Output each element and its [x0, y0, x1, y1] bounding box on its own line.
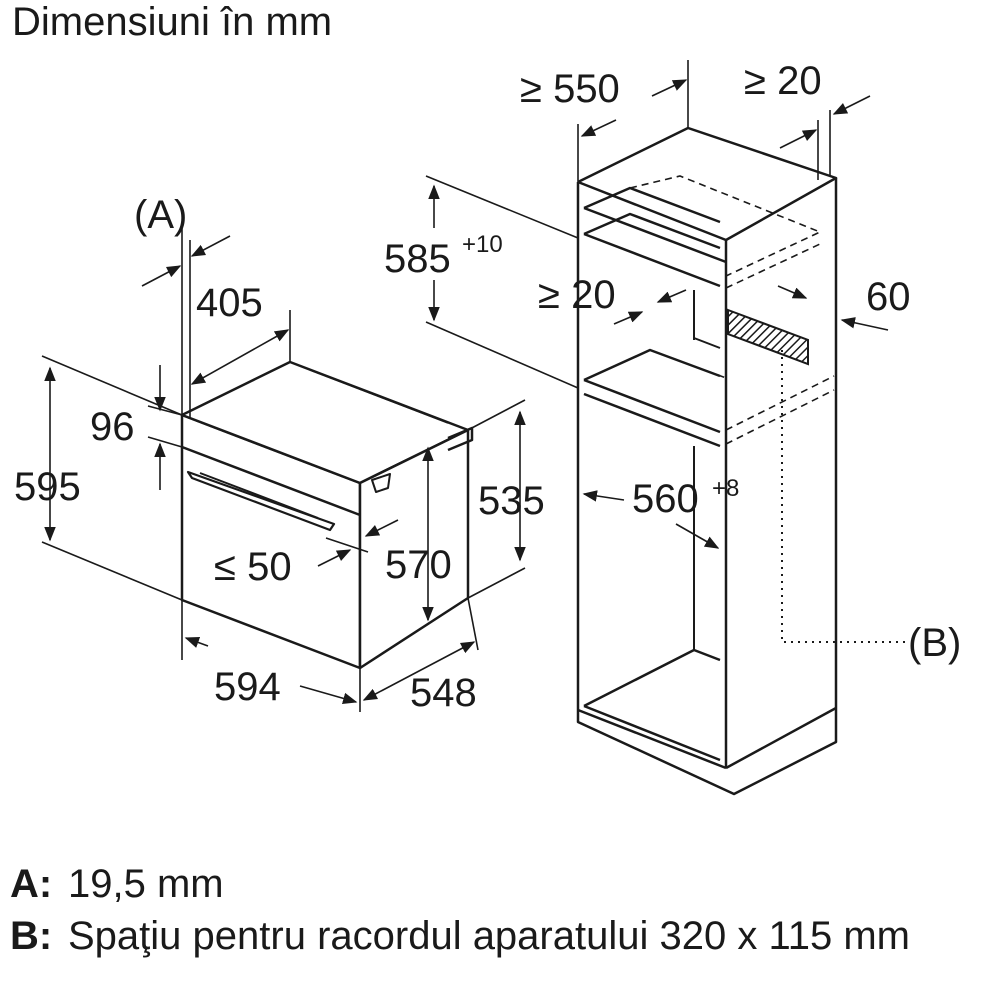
- cabinet: [576, 126, 838, 796]
- legend-key: A:: [10, 862, 53, 906]
- dim-570: 570: [385, 543, 452, 587]
- legend-text: 19,5 mm: [68, 862, 224, 906]
- diagram-title: Dimensiuni în mm: [12, 0, 333, 44]
- legend-key: B:: [10, 914, 53, 958]
- dim-ge-20-top: ≥ 20: [744, 59, 822, 103]
- oven-handle-shade: [199, 472, 319, 519]
- dim-595: 595: [14, 465, 81, 509]
- cabinet-top-shelf-front: [583, 206, 727, 264]
- dim-ge-20-mid: ≥ 20: [538, 273, 616, 317]
- oven: [180, 360, 474, 670]
- oven-back-step: [447, 426, 474, 452]
- dim-585-tolerance: +10: [462, 231, 503, 258]
- label-B: (B): [908, 621, 961, 665]
- dim-535: 535: [478, 479, 545, 523]
- dimension-labels: (A) 405 96 595 594 548 535 570 ≤ 50 ≥ 55…: [14, 59, 961, 715]
- ventilation-cutout: [727, 308, 809, 366]
- niche-bottom-shelf-front: [583, 392, 721, 448]
- dim-ge-550: ≥ 550: [520, 67, 620, 111]
- legend: A: 19,5 mm B: Spaţiu pentru racordul apa…: [10, 858, 928, 962]
- dim-96: 96: [90, 405, 135, 449]
- dim-548: 548: [410, 671, 477, 715]
- cabinet-dimensions: [425, 60, 889, 549]
- legend-item-b: B: Spaţiu pentru racordul aparatului 320…: [10, 910, 928, 962]
- legend-item-a: A: 19,5 mm: [10, 858, 928, 910]
- dim-560-tolerance: +8: [712, 475, 739, 502]
- dim-585: 585: [384, 237, 451, 281]
- dim-le-50: ≤ 50: [214, 545, 292, 589]
- dim-405: 405: [196, 281, 263, 325]
- cabinet-top-face: [577, 126, 838, 242]
- cabinet-top-front-edge: [577, 180, 727, 242]
- cabinet-bottom-front-edge: [577, 708, 727, 770]
- oven-dimensions: [41, 228, 526, 712]
- dim-60: 60: [866, 275, 911, 319]
- niche-top-shelf: [583, 378, 721, 434]
- cabinet-plinth: [576, 708, 838, 796]
- upper-shelf-front: [583, 232, 721, 288]
- dim-594: 594: [214, 665, 281, 709]
- connection-space-leader: [781, 350, 905, 643]
- cabinet-hidden-lines: [629, 175, 835, 445]
- oven-door-handle: [186, 470, 336, 532]
- cabinet-bottom-side-edge: [725, 706, 837, 770]
- oven-control-strip-edge: [181, 445, 361, 517]
- oven-top-back-edge: [309, 369, 449, 424]
- legend-text: Spaţiu pentru racordul aparatului 320 x …: [68, 914, 910, 958]
- oven-hook: [371, 473, 391, 493]
- dim-560: 560: [632, 477, 699, 521]
- label-A: (A): [134, 193, 187, 237]
